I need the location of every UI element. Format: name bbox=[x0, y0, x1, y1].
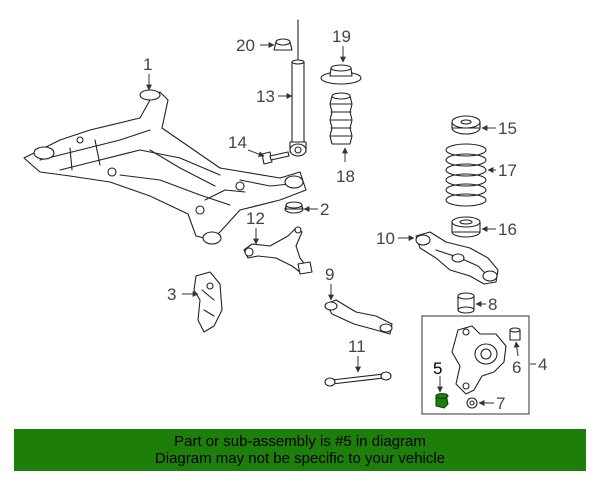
callout-12: 12 bbox=[246, 209, 265, 228]
shock-absorber[interactable] bbox=[289, 19, 307, 157]
upper-spring-seat[interactable] bbox=[451, 115, 481, 135]
callout-20: 20 bbox=[236, 36, 255, 55]
bolt[interactable] bbox=[261, 151, 290, 165]
callout-3: 3 bbox=[167, 285, 176, 304]
callout-18: 18 bbox=[336, 167, 355, 186]
upper-control-arm[interactable] bbox=[243, 226, 313, 275]
part-5-highlighted[interactable] bbox=[435, 393, 449, 409]
callout-15: 15 bbox=[498, 119, 517, 138]
callout-4: 4 bbox=[538, 355, 547, 374]
callout-19: 19 bbox=[332, 27, 351, 46]
bracket[interactable] bbox=[193, 271, 223, 333]
callout-1: 1 bbox=[143, 55, 152, 74]
leader-lines bbox=[146, 42, 536, 406]
callout-9: 9 bbox=[325, 265, 334, 284]
callout-11: 11 bbox=[348, 337, 366, 356]
callout-10: 10 bbox=[376, 229, 395, 248]
callout-5: 5 bbox=[433, 359, 442, 378]
callout-6: 6 bbox=[512, 358, 521, 377]
lower-control-arm[interactable] bbox=[415, 231, 499, 285]
coil-spring[interactable] bbox=[445, 143, 487, 207]
info-banner: Part or sub-assembly is #5 in diagram Di… bbox=[14, 429, 586, 471]
knuckle[interactable] bbox=[451, 325, 507, 395]
arm-bushing[interactable] bbox=[457, 292, 475, 314]
toe-link[interactable] bbox=[324, 371, 392, 387]
lower-spring-seat[interactable] bbox=[451, 216, 481, 238]
callout-17: 17 bbox=[498, 161, 517, 180]
knuckle-group-box bbox=[421, 315, 530, 415]
callout-14: 14 bbox=[228, 133, 247, 152]
callout-13: 13 bbox=[256, 87, 275, 106]
upper-mount[interactable] bbox=[320, 64, 362, 85]
bushing[interactable] bbox=[284, 201, 304, 214]
bump-stop-boot[interactable] bbox=[329, 92, 353, 145]
banner-line-1: Part or sub-assembly is #5 in diagram bbox=[174, 433, 426, 450]
callout-labels: 1 2 3 4 5 6 7 8 9 10 11 12 13 14 15 16 1… bbox=[143, 27, 547, 413]
shock-cap[interactable] bbox=[273, 38, 293, 51]
lower-knuckle-bushing[interactable] bbox=[466, 397, 478, 409]
callout-2: 2 bbox=[320, 200, 329, 219]
callout-8: 8 bbox=[488, 295, 497, 314]
knuckle-bushing[interactable] bbox=[509, 327, 521, 341]
callout-16: 16 bbox=[498, 220, 517, 239]
callout-7: 7 bbox=[496, 394, 505, 413]
lateral-link[interactable] bbox=[324, 299, 393, 335]
banner-line-2: Diagram may not be specific to your vehi… bbox=[154, 450, 446, 467]
